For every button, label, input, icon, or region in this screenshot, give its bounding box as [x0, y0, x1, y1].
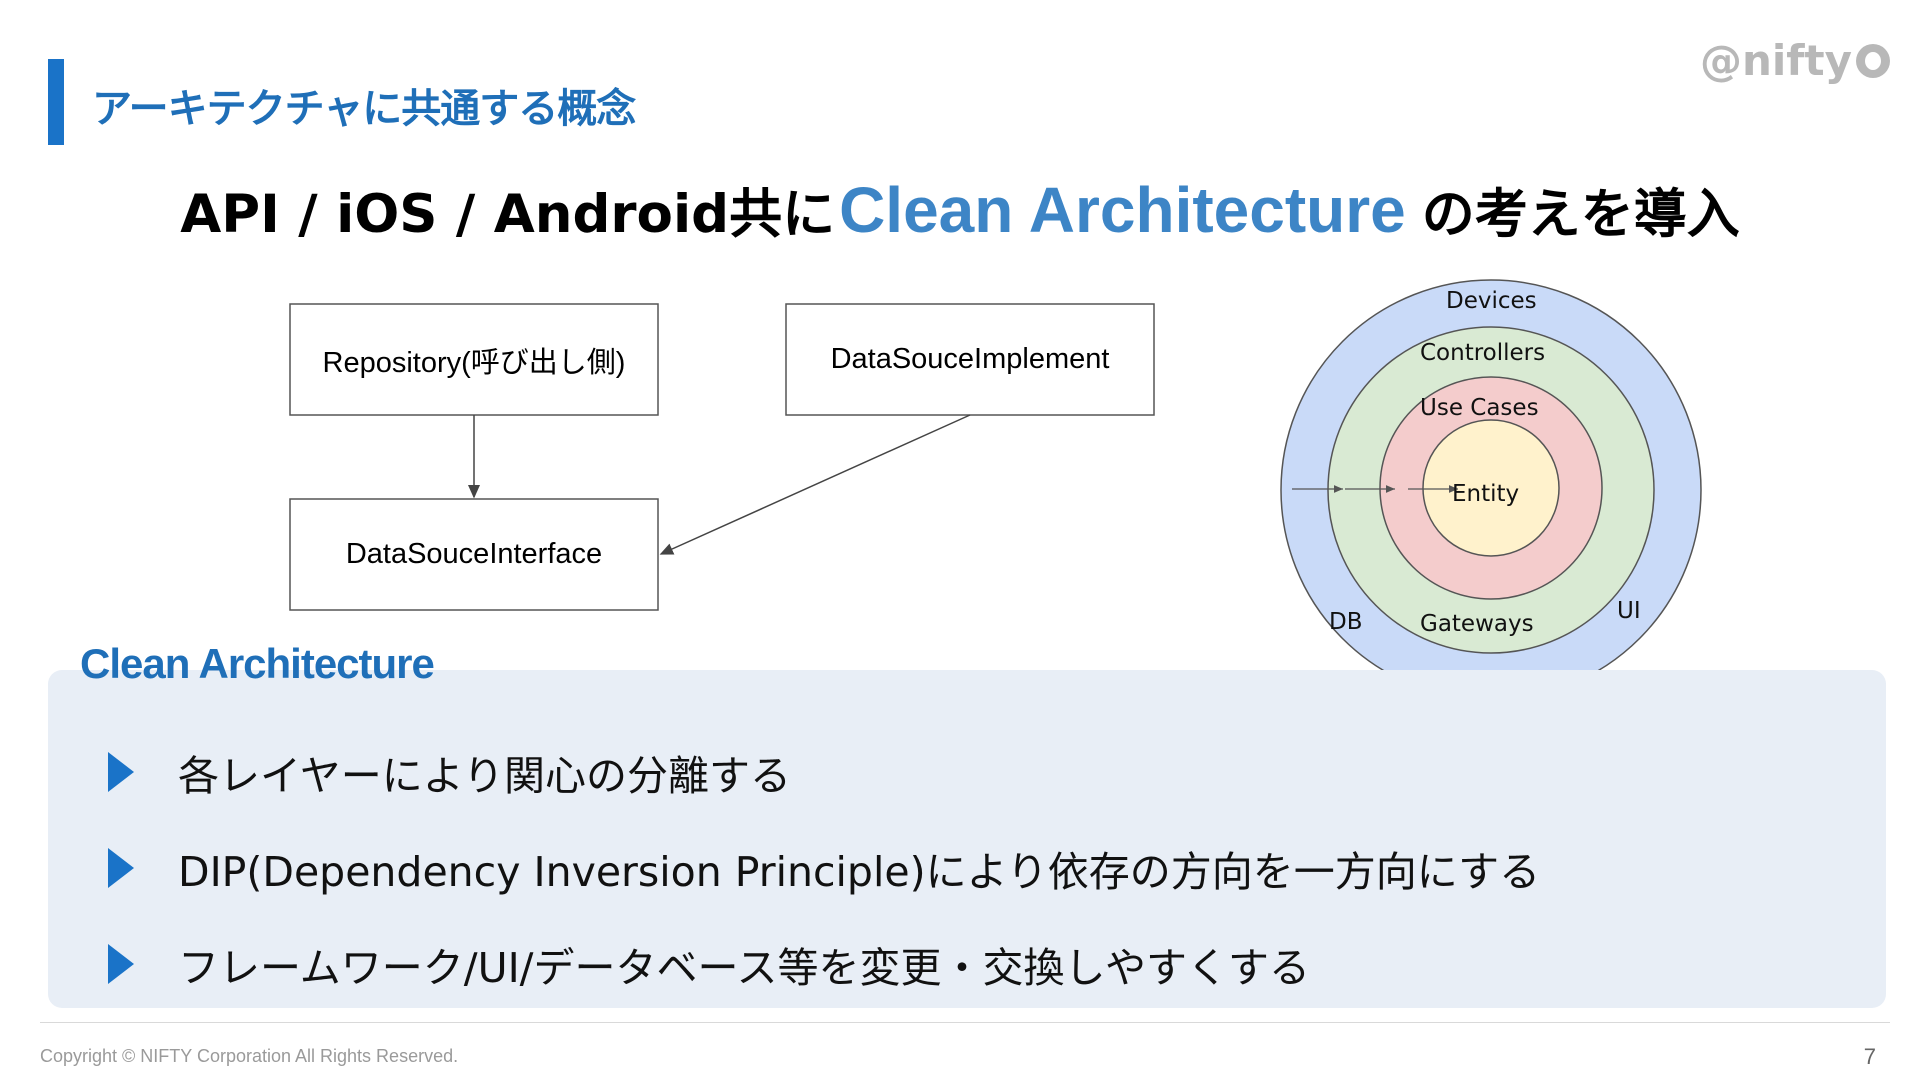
headline-prefix: API / iOS / Android共に: [180, 184, 836, 245]
nifty-logo: @nifty: [1700, 36, 1890, 85]
interface-box: [289, 498, 659, 611]
headline-suffix: の考えを導入: [1421, 184, 1740, 245]
ring-label-controllers: Controllers: [1420, 340, 1546, 366]
ring-entity: [1422, 419, 1560, 557]
bullet-item: DIP(Dependency Inversion Principle)により依存…: [108, 838, 1540, 898]
triangle-bullet-icon: [108, 752, 134, 792]
copyright: Copyright © NIFTY Corporation All Rights…: [40, 1046, 459, 1066]
logo-text: @nifty: [1699, 36, 1852, 85]
implement-to-interface-arrow: [659, 414, 971, 555]
ring-label-db: DB: [1329, 609, 1363, 635]
nifty-swirl-icon: [1856, 43, 1890, 78]
triangle-bullet-icon: [108, 848, 134, 888]
ring-label-gateways: Gateways: [1420, 611, 1534, 637]
ring-label-devices: Devices: [1446, 288, 1537, 314]
repository-box: [289, 303, 659, 416]
repository-label: Repository(呼び出し側): [322, 346, 626, 379]
triangle-bullet-icon: [108, 944, 134, 984]
section-title: アーキテクチャに共通する概念: [92, 86, 636, 132]
footer-divider: [40, 1022, 1890, 1023]
section-accent-bar: [48, 59, 64, 145]
ring-label-use-cases: Use Cases: [1420, 395, 1539, 421]
bullet-item: 各レイヤーにより関心の分離する: [108, 742, 791, 802]
ring-label-entity: Entity: [1452, 481, 1520, 507]
implement-label: DataSouceImplement: [830, 343, 1110, 375]
bullet-text: 各レイヤーにより関心の分離する: [178, 752, 791, 800]
headline-emphasis: Clean Architecture: [839, 174, 1406, 246]
interface-label: DataSouceInterface: [345, 538, 603, 570]
bullet-text: フレームワーク/UI/データベース等を変更・交換しやすくする: [178, 944, 1311, 992]
panel-title: Clean Architecture: [80, 640, 435, 687]
bullet-item: フレームワーク/UI/データベース等を変更・交換しやすくする: [108, 934, 1310, 994]
ring-label-ui: UI: [1617, 598, 1641, 624]
implement-box: [785, 303, 1155, 416]
summary-panel: [48, 670, 1886, 1008]
page-number: 7: [1863, 1044, 1876, 1069]
bullet-text: DIP(Dependency Inversion Principle)により依存…: [178, 848, 1541, 896]
